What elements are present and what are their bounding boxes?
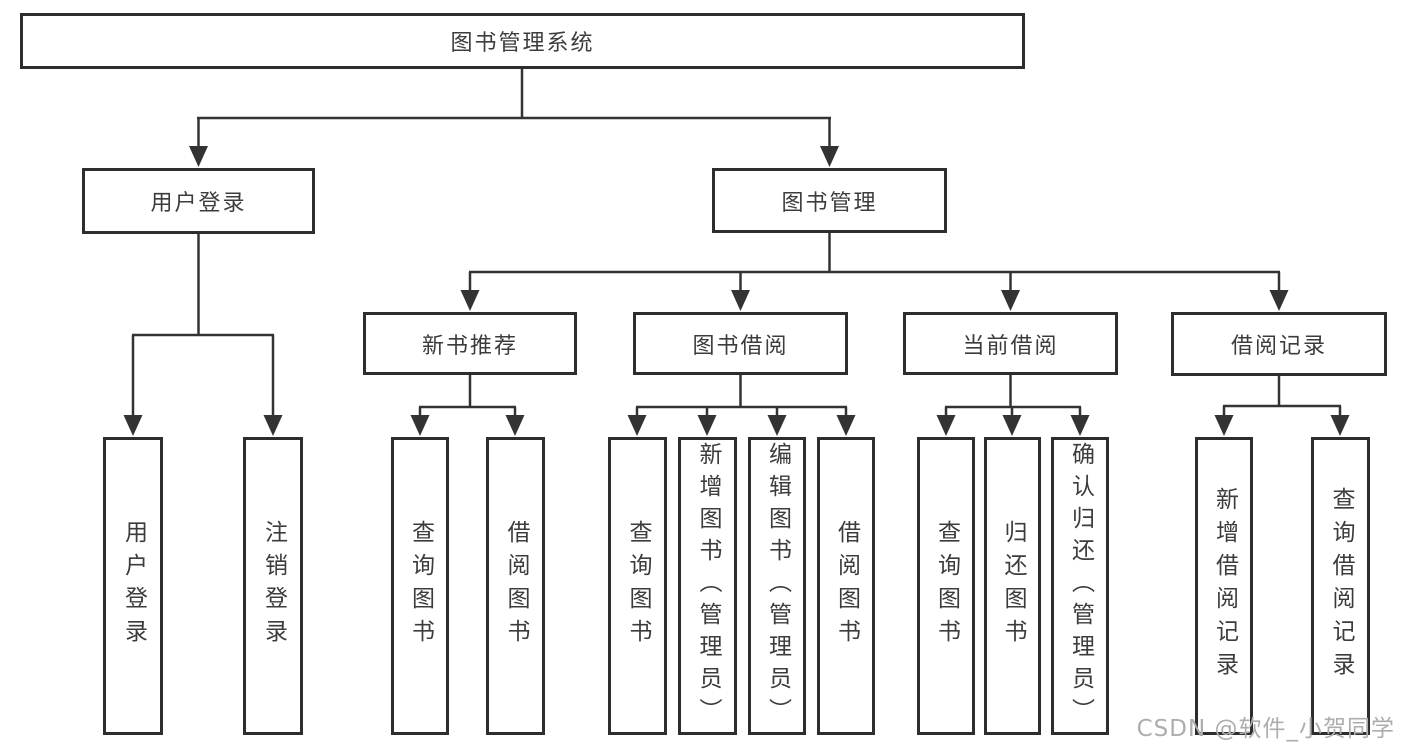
connector-recommend-children [410,375,525,436]
leaf-edit-books-admin: 编辑图书（管理员） [748,437,806,735]
leaf-query-books-current: 查询图书 [917,437,975,735]
connector-book-mgmt-to-level2 [460,233,1289,311]
node-label: 图书管理系统 [450,31,595,56]
node-label: 新增图书（管理员） [695,442,721,730]
node-label: 用户登录 [120,520,147,652]
node-label: 确认归还（管理员） [1067,442,1094,730]
node-label: 编辑图书（管理员） [764,442,791,730]
node-label: 图书管理 [781,190,878,216]
node-user-login: 用户登录 [82,168,315,234]
node-root-library-system: 图书管理系统 [20,13,1025,69]
node-label: 查询借阅记录 [1328,487,1354,685]
connector-records-children [1214,376,1350,436]
leaf-logout: 注销登录 [243,437,303,735]
node-label: 借阅记录 [1230,334,1327,359]
node-label: 查询图书 [407,520,434,652]
leaf-borrow-books-recommend: 借阅图书 [486,437,545,735]
leaf-borrow-books-borrowing: 借阅图书 [817,437,875,735]
leaf-user-login: 用户登录 [103,437,163,735]
node-label: 归还图书 [1000,520,1026,652]
leaf-query-books-recommend: 查询图书 [391,437,449,735]
node-book-borrowing: 图书借阅 [633,312,848,375]
node-current-borrowing: 当前借阅 [903,312,1118,375]
connector-current-children [936,375,1090,436]
node-new-book-recommend: 新书推荐 [363,312,577,375]
node-label: 新增借阅记录 [1211,487,1238,685]
leaf-return-books: 归还图书 [984,437,1041,735]
csdn-watermark: CSDN @软件_小贺同学 [1136,716,1395,742]
connector-borrowing-children [627,375,856,436]
node-label: 查询图书 [625,520,651,652]
leaf-query-borrow-record: 查询借阅记录 [1311,437,1370,735]
node-label: 查询图书 [933,520,960,652]
node-label: 当前借阅 [962,333,1059,359]
leaf-confirm-return-admin: 确认归还（管理员） [1051,437,1109,735]
node-label: 图书借阅 [692,333,789,359]
leaf-add-books-admin: 新增图书（管理员） [678,437,737,735]
leaf-add-borrow-record: 新增借阅记录 [1195,437,1253,735]
node-label: 借阅图书 [503,520,529,652]
node-borrow-records: 借阅记录 [1171,312,1387,376]
node-label: 新书推荐 [421,333,518,359]
connector-root-to-level1 [189,69,839,167]
leaf-query-books-borrowing: 查询图书 [608,437,667,735]
node-label: 用户登录 [150,191,247,216]
node-label: 借阅图书 [833,520,860,652]
node-label: 注销登录 [260,520,287,652]
connector-user-login-children [123,234,283,436]
node-book-management: 图书管理 [712,168,947,233]
